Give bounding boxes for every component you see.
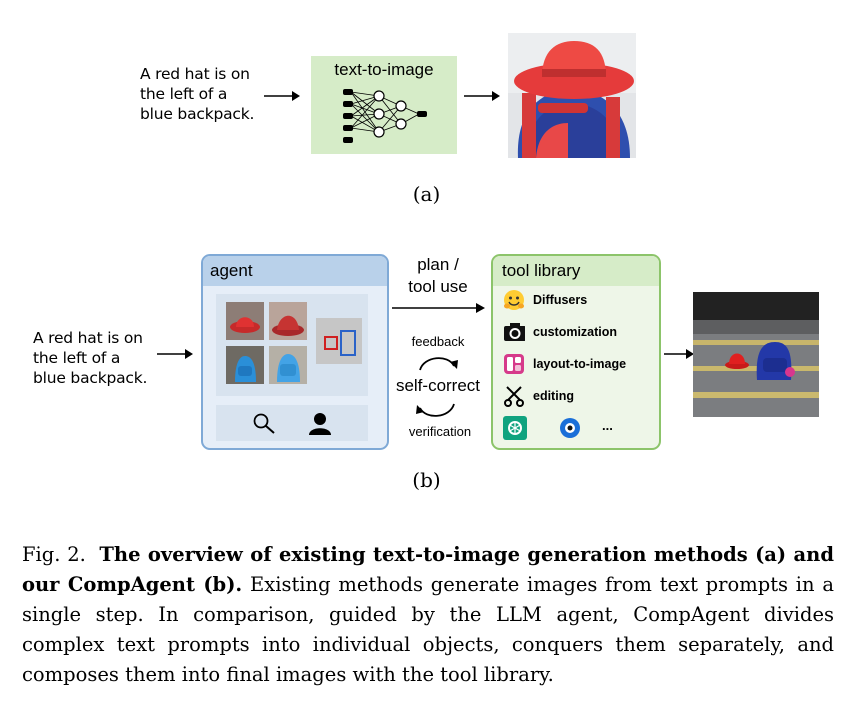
arrow-icon (664, 349, 694, 359)
self-correct-label: self-correct (395, 376, 481, 395)
arrow-icon (464, 91, 500, 101)
prompt-a: A red hat is on the left of a blue backp… (140, 64, 254, 124)
tool-library-panel: tool library Diffusers customization lay… (491, 254, 661, 450)
cycle-arrow-icon (416, 403, 455, 417)
more-tools: ... (602, 418, 613, 433)
prompt-b-line2: the left of a (33, 349, 121, 367)
text-to-image-label: text-to-image (334, 60, 434, 79)
layout-thumbnail (316, 318, 362, 364)
agent-title: agent (210, 261, 253, 280)
user-icon (309, 413, 331, 435)
arrow-icon (264, 91, 300, 101)
verification-label: verification (408, 424, 472, 439)
thumbnail-hat (226, 302, 264, 340)
layout-box-red (324, 336, 338, 350)
agent-panel: agent (201, 254, 389, 450)
arrow-icon (157, 349, 193, 359)
tool-item-layout-to-image: layout-to-image (503, 353, 626, 375)
thumbnail-hat (269, 302, 307, 340)
neural-network-icon (343, 89, 427, 143)
scissors-icon (503, 385, 525, 407)
generated-image-b (693, 292, 819, 417)
tool-item-editing: editing (503, 385, 574, 407)
caption-title: The overview of existing text-to-image g… (22, 543, 834, 596)
thumbnail-backpack (269, 346, 307, 384)
agent-header: agent (203, 256, 387, 286)
eye-icon (560, 418, 580, 438)
openai-icon (503, 416, 527, 440)
plan-label-line1: plan / (417, 255, 459, 274)
prompt-b-line1: A red hat is on (33, 329, 143, 347)
tool-item-diffusers: Diffusers (503, 289, 587, 311)
tool-label-diffusers: Diffusers (533, 293, 588, 307)
tool-library-header: tool library (493, 256, 659, 286)
plan-label: plan / tool use (390, 254, 486, 298)
feedback-label: feedback (411, 334, 465, 349)
cycle-arrow-icon (419, 357, 458, 371)
tool-label-editing: editing (533, 389, 574, 403)
prompt-a-line2: the left of a (140, 85, 228, 103)
agent-images-area (216, 294, 368, 396)
tool-label-customization: customization (533, 325, 618, 339)
caption-text: Existing methods generate images from te… (22, 573, 835, 686)
prompt-b: A red hat is on the left of a blue backp… (33, 328, 147, 388)
camera-icon (503, 321, 525, 343)
figure-caption: Fig. 2. The overview of existing text-to… (22, 540, 834, 690)
panel-label-b: (b) (412, 468, 441, 492)
layout-icon (503, 353, 525, 375)
tool-library-title: tool library (502, 261, 581, 280)
tool-icons-row: ... (503, 416, 659, 440)
caption-prefix: Fig. 2. (22, 543, 86, 566)
plan-label-line2: tool use (408, 277, 468, 296)
prompt-a-line3: blue backpack. (140, 105, 255, 123)
agent-tools-area (216, 405, 368, 441)
thumbnail-backpack (226, 346, 264, 384)
generated-image-a (508, 33, 636, 158)
search-icon (253, 413, 275, 434)
prompt-b-line3: blue backpack. (33, 369, 148, 387)
hugging-face-icon (503, 289, 525, 311)
tool-label-layout-to-image: layout-to-image (533, 357, 627, 371)
panel-label-a: (a) (412, 182, 441, 206)
arrow-icon (392, 303, 485, 313)
text-to-image-box: text-to-image (311, 56, 457, 154)
tool-item-customization: customization (503, 321, 617, 343)
prompt-a-line1: A red hat is on (140, 65, 250, 83)
layout-box-blue (340, 330, 356, 356)
